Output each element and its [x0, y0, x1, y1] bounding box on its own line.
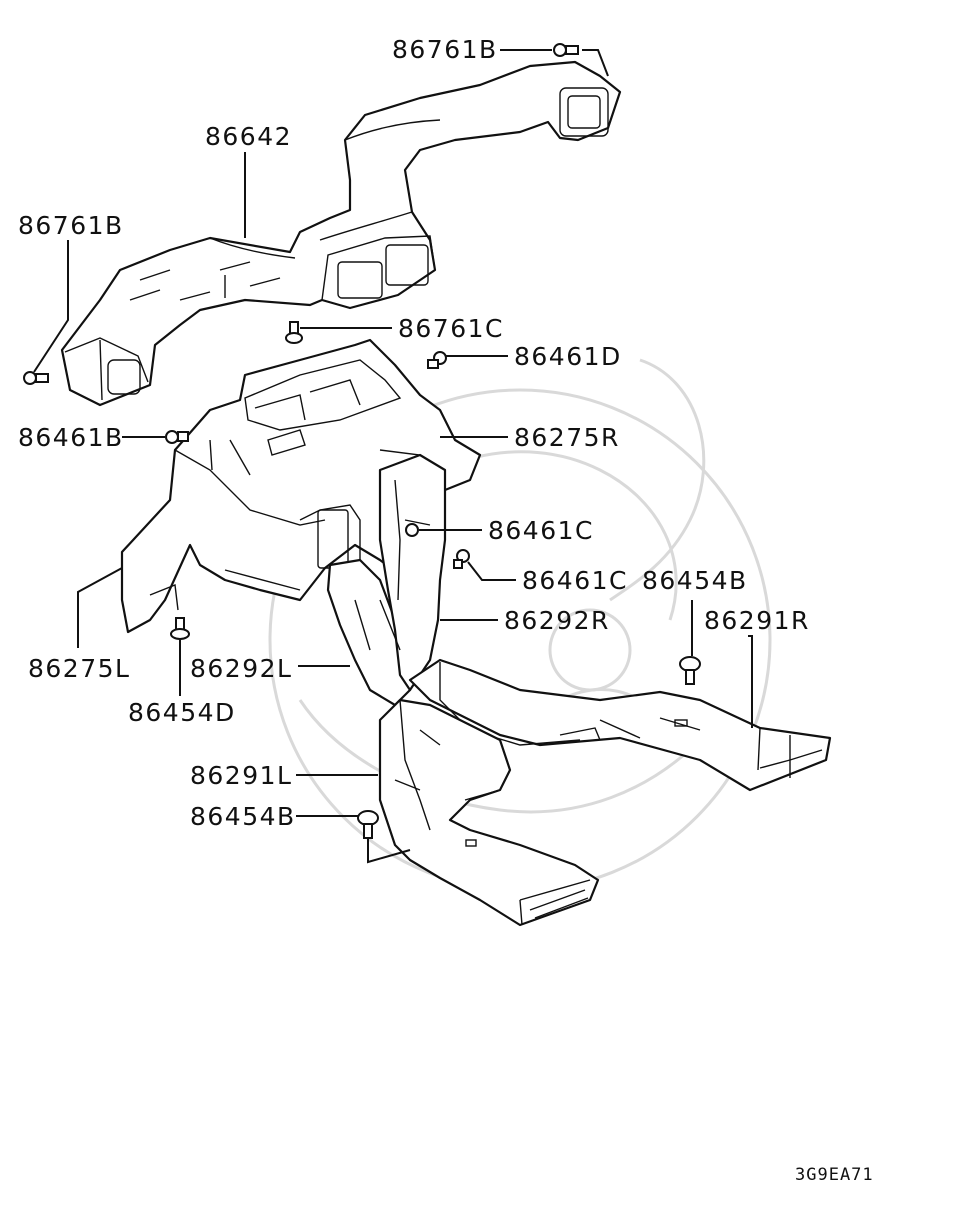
label-86291L: 86291L	[190, 761, 292, 790]
label-86454B-right: 86454B	[642, 566, 748, 595]
clip-86761B-left	[23, 371, 49, 385]
label-86291R: 86291R	[704, 606, 810, 635]
label-86275R: 86275R	[514, 423, 620, 452]
leader-lines	[33, 49, 753, 864]
label-86454B-left: 86454B	[190, 802, 296, 831]
fasteners	[23, 43, 701, 839]
label-86275L: 86275L	[28, 654, 130, 683]
clip-86761B-top	[553, 43, 579, 57]
upper-vent-duct	[60, 60, 622, 407]
label-86461B: 86461B	[18, 423, 124, 452]
label-86292R: 86292R	[504, 606, 610, 635]
label-86761C: 86761C	[398, 314, 504, 343]
label-86461D: 86461D	[514, 342, 622, 371]
screw-86461B	[165, 430, 189, 444]
diagram-code: 3G9EA71	[795, 1165, 874, 1185]
label-86761B-top: 86761B	[392, 35, 498, 64]
screw-86461C-upper	[405, 523, 419, 537]
screw-86454B-right	[679, 656, 701, 685]
center-rear-ducts	[326, 453, 447, 707]
screw-86454D	[170, 617, 190, 640]
screw-86461C-lower	[453, 549, 470, 569]
label-86292L: 86292L	[190, 654, 292, 683]
label-86461C-upper: 86461C	[488, 516, 594, 545]
label-86761B-left: 86761B	[18, 211, 124, 240]
label-86642: 86642	[205, 122, 292, 151]
part-labels: 86761B 86642 86761B 86761C 86461D 86461B…	[18, 35, 874, 1185]
label-86454D: 86454D	[128, 698, 236, 727]
clip-86761C	[285, 321, 303, 344]
label-86461C-lower: 86461C	[522, 566, 628, 595]
screw-86461D	[427, 351, 447, 369]
left-floor-duct	[378, 698, 600, 927]
